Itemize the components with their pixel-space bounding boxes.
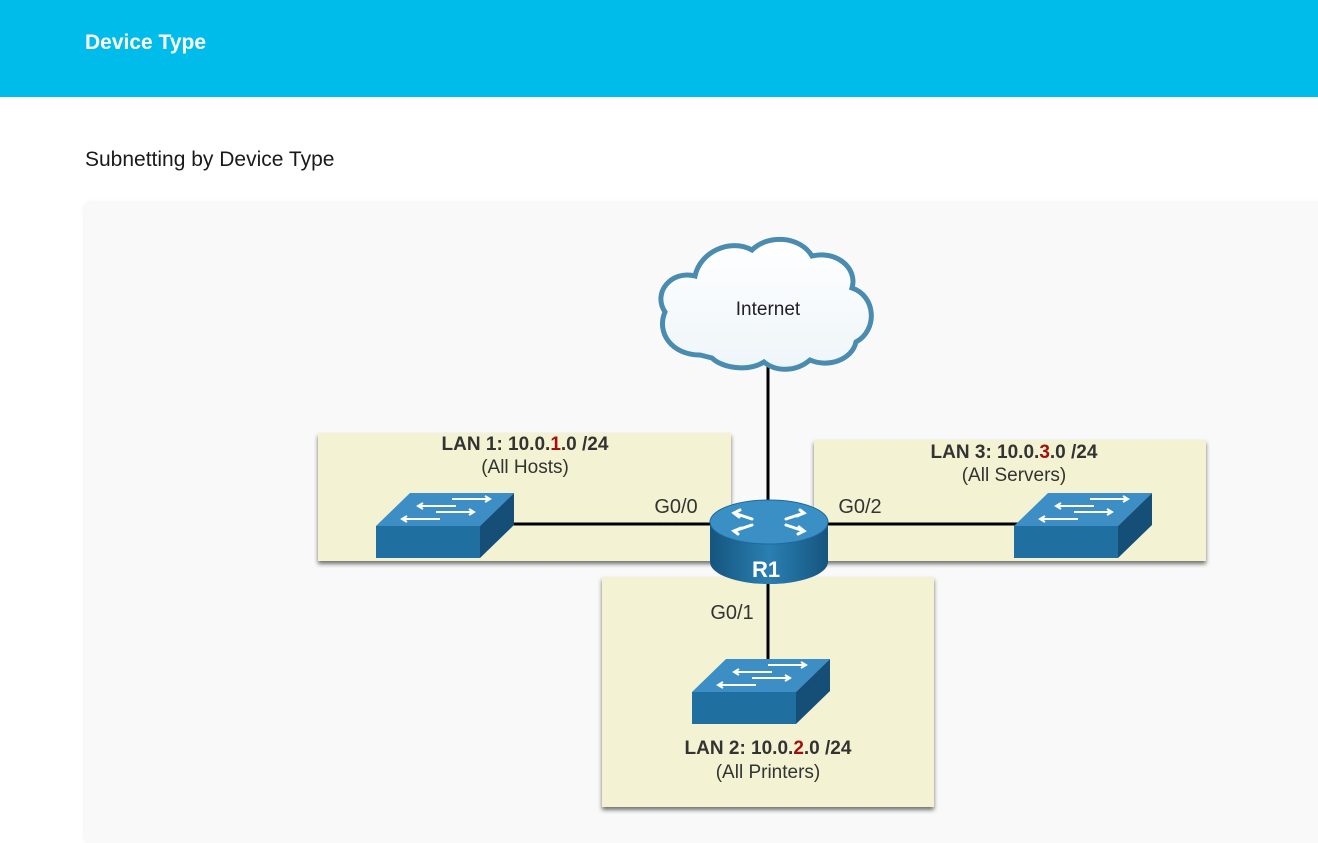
lan3-switch-icon xyxy=(1014,493,1152,558)
interface-g0-2-label: G0/2 xyxy=(838,496,881,518)
lan2-switch-icon xyxy=(692,659,830,724)
lan1-title: LAN 1: 10.0.1.0 /24 xyxy=(442,434,609,455)
interface-g0-1-label: G0/1 xyxy=(710,602,753,624)
cloud-label: Internet xyxy=(736,299,801,320)
lan2-description: (All Printers) xyxy=(716,762,821,783)
router-label: R1 xyxy=(752,557,780,582)
header-bar: Device Type xyxy=(0,0,1318,97)
interface-g0-0-label: G0/0 xyxy=(654,496,697,518)
lan3-description: (All Servers) xyxy=(962,465,1067,486)
header-title: Device Type xyxy=(85,31,207,54)
router-icon: R1 xyxy=(709,499,829,584)
lan1-description: (All Hosts) xyxy=(481,457,569,478)
lan1-switch-icon xyxy=(376,493,514,558)
lan3-title: LAN 3: 10.0.3.0 /24 xyxy=(931,442,1098,463)
page-title: Subnetting by Device Type xyxy=(85,148,335,171)
internet-cloud-icon: Internet xyxy=(658,236,874,372)
lan2-title: LAN 2: 10.0.2.0 /24 xyxy=(685,738,852,759)
